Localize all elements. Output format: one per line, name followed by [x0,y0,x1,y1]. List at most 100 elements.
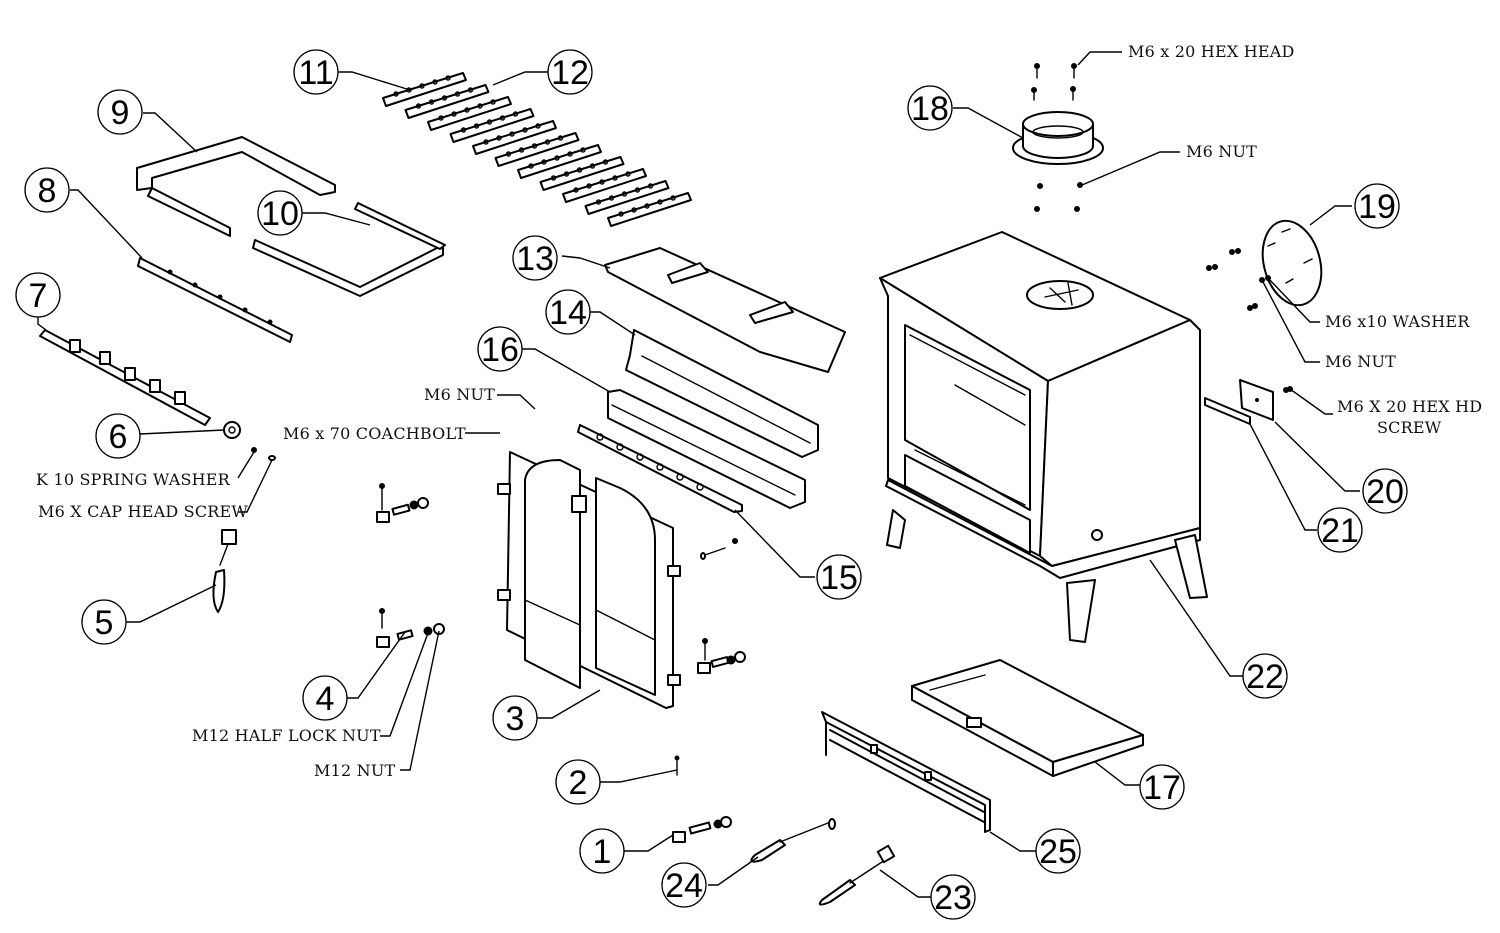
grate-bar-slot [445,75,451,81]
grate-bar-slot [599,179,605,185]
leader-lines [37,51,1360,898]
callout-number: 8 [38,172,57,210]
grate-bar-slot [483,139,489,145]
callout-circle [1317,507,1363,553]
callout-number: 24 [665,867,703,905]
right-hinge-set [697,638,746,674]
callout-19: 19 [1354,183,1400,229]
grate-bar-slot [477,103,483,109]
grate-bar-slot [473,123,480,129]
fire-bar-frame-9 [136,136,336,237]
grate-bar-slot [544,139,551,145]
grate-bar-slot [670,195,676,201]
pin [674,755,680,776]
label-bracket-screw-line1: M6 X 20 HEX HD [1337,397,1482,416]
grate-bar-slot [393,91,399,97]
grate-bar-slot [550,175,557,181]
ashpan [911,659,1144,777]
label-coachbolt: M6 x 70 COACHBOLT [283,424,466,443]
callout-number: 21 [1321,512,1359,550]
callout-4: 4 [302,675,348,721]
stove-body [879,231,1208,643]
grate-bar-slot [621,191,628,197]
grate-bar-slot [580,147,586,153]
grate-bar-slot [631,207,637,213]
callout-number: 1 [593,833,612,871]
label-plate-nut: M6 NUT [1325,352,1396,371]
grate-bar-slot [522,127,528,133]
grate-bar-slot [486,119,493,125]
grate-bar-slot [505,151,512,157]
airwash-channel-16 [607,389,806,509]
label-half-lock-nut: M12 HALF LOCK NUT [192,726,381,745]
side-bracket [1239,379,1293,421]
callout-13: 13 [512,235,558,281]
grate-bar-slot [573,187,579,193]
door-frame [497,451,681,709]
callout-number: 15 [820,559,858,597]
grate-bars [382,72,692,227]
callout-number: 12 [551,54,589,92]
callout-number: 18 [911,90,949,128]
flue-nuts [1034,182,1083,212]
callout-number: 22 [1246,658,1284,696]
handle-5 [212,529,237,613]
callout-18: 18 [907,85,953,131]
label-m12-nut: M12 NUT [314,761,396,780]
label-spring-washer: K 10 SPRING WASHER [36,470,231,489]
riddler-rod-7 [39,329,211,426]
callout-number: 6 [109,418,128,456]
callout-circle [293,49,339,95]
callout-2: 2 [555,759,601,805]
grate-bar-slot [576,167,583,173]
riddling-bar-8 [137,257,293,343]
operating-tool [818,844,896,906]
grate-bar-slot [415,103,422,109]
grate-bar-slot [595,199,602,205]
callout-circle [302,675,348,721]
label-flue-screw: M6 x 20 HEX HEAD [1128,42,1295,61]
callout-22: 22 [1242,653,1288,699]
callout-number: 13 [516,240,554,278]
callout-21: 21 [1317,507,1363,553]
callout-number: 10 [261,195,299,233]
callout-10: 10 [257,190,303,236]
callout-circle [24,167,70,213]
grate-bar-slot [554,155,560,161]
grate-bar-slot [496,135,502,141]
grate-bar-slot [419,83,425,89]
callout-23: 23 [930,874,976,920]
callout-number: 9 [111,94,130,132]
callout-circle [81,599,127,645]
label-flue-nut: M6 NUT [1186,142,1257,161]
callout-number: 17 [1143,769,1181,807]
callout-number: 2 [569,764,588,802]
grate-bar-slot [464,107,470,113]
callout-circle [816,554,862,600]
label-bracket-screw-line2: SCREW [1377,418,1442,437]
callout-circle [555,759,601,805]
callout-5: 5 [81,599,127,645]
grate-bar-slot [531,143,538,149]
grate-bar-slot [432,79,438,85]
callout-1: 1 [579,828,625,874]
callout-circle [15,272,61,318]
callout-circle [907,85,953,131]
grate-bar-slot [535,123,541,129]
callout-7: 7 [15,272,61,318]
grate-bar-slot [451,111,457,117]
callout-circle [512,235,558,281]
callout-17: 17 [1139,764,1185,810]
callout-circle [97,89,143,135]
grate-bar-slot [634,187,641,193]
grate-bar-slot [647,183,654,189]
grate-bar-slot [557,135,564,141]
callout-number: 23 [934,879,972,917]
callout-number: 19 [1358,188,1396,226]
grate-bar-slot [512,111,519,117]
lower-hinge-set [376,608,445,648]
upper-hinge-set [376,483,429,523]
callout-15: 15 [816,554,862,600]
callout-24: 24 [661,862,707,908]
